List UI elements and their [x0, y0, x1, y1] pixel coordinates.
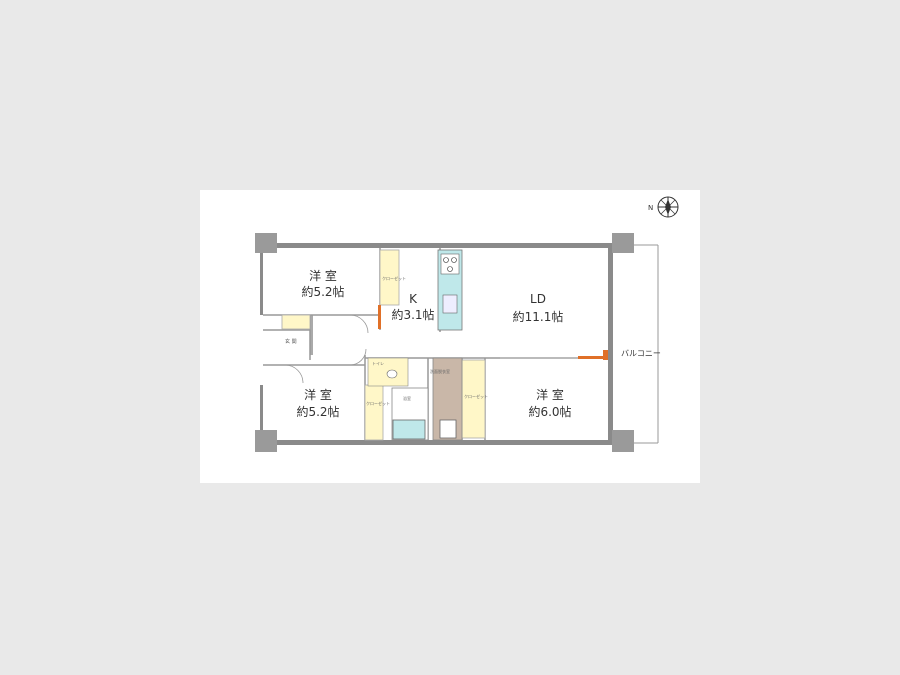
balcony	[618, 244, 659, 444]
closet-se	[461, 359, 486, 439]
washbasin-icon	[439, 419, 457, 439]
room-bedroom-nw-size: 約5.2帖	[301, 284, 344, 299]
floor-plan: N クローゼット クローゼット クローゼット	[255, 196, 679, 452]
closet-nw	[379, 249, 400, 306]
column	[255, 233, 277, 253]
sink-icon	[442, 294, 458, 314]
door-accents	[378, 305, 608, 360]
room-entrance: 玄 関	[285, 338, 297, 345]
kitchen-counter	[437, 249, 463, 331]
bathtub-icon	[392, 419, 426, 440]
room-bedroom-se-name: 洋 室	[536, 387, 564, 402]
column	[612, 233, 634, 253]
room-kitchen-name: K	[409, 292, 418, 306]
compass-icon: N	[648, 196, 679, 218]
closet-entrance	[281, 314, 311, 330]
room-bath: 浴室	[403, 395, 411, 401]
closet-sw	[364, 384, 384, 441]
closet-sw-label: クローゼット	[366, 400, 390, 406]
closet-nw-label: クローゼット	[382, 275, 406, 281]
room-living-size: 約11.1帖	[513, 309, 564, 324]
room-bedroom-se-size: 約6.0帖	[528, 404, 571, 419]
wet-area	[367, 357, 463, 441]
door-swing	[349, 314, 369, 334]
room-living-name: LD	[530, 292, 546, 306]
floor-plan-card: N クローゼット クローゼット クローゼット	[200, 190, 700, 483]
room-kitchen-size: 約3.1帖	[391, 307, 434, 322]
walls	[256, 243, 618, 445]
columns	[255, 233, 634, 452]
room-balcony: バルコニー	[621, 349, 661, 358]
room-bedroom-sw-size: 約5.2帖	[296, 404, 339, 419]
column	[612, 430, 634, 452]
room-washroom: 洗面脱衣室	[430, 368, 450, 374]
closet-se-label: クローゼット	[464, 393, 488, 399]
compass-label: N	[648, 204, 653, 212]
door-swing	[284, 364, 304, 384]
closets: クローゼット クローゼット クローゼット	[281, 249, 488, 441]
column	[255, 430, 277, 452]
room-bedroom-sw-name: 洋 室	[304, 387, 332, 402]
toilet-room	[367, 357, 409, 387]
toilet-icon	[386, 369, 398, 379]
door-swing	[349, 348, 367, 366]
stove-icon	[440, 253, 460, 275]
room-bedroom-nw-name: 洋 室	[309, 268, 337, 283]
room-toilet: トイレ	[372, 361, 384, 366]
